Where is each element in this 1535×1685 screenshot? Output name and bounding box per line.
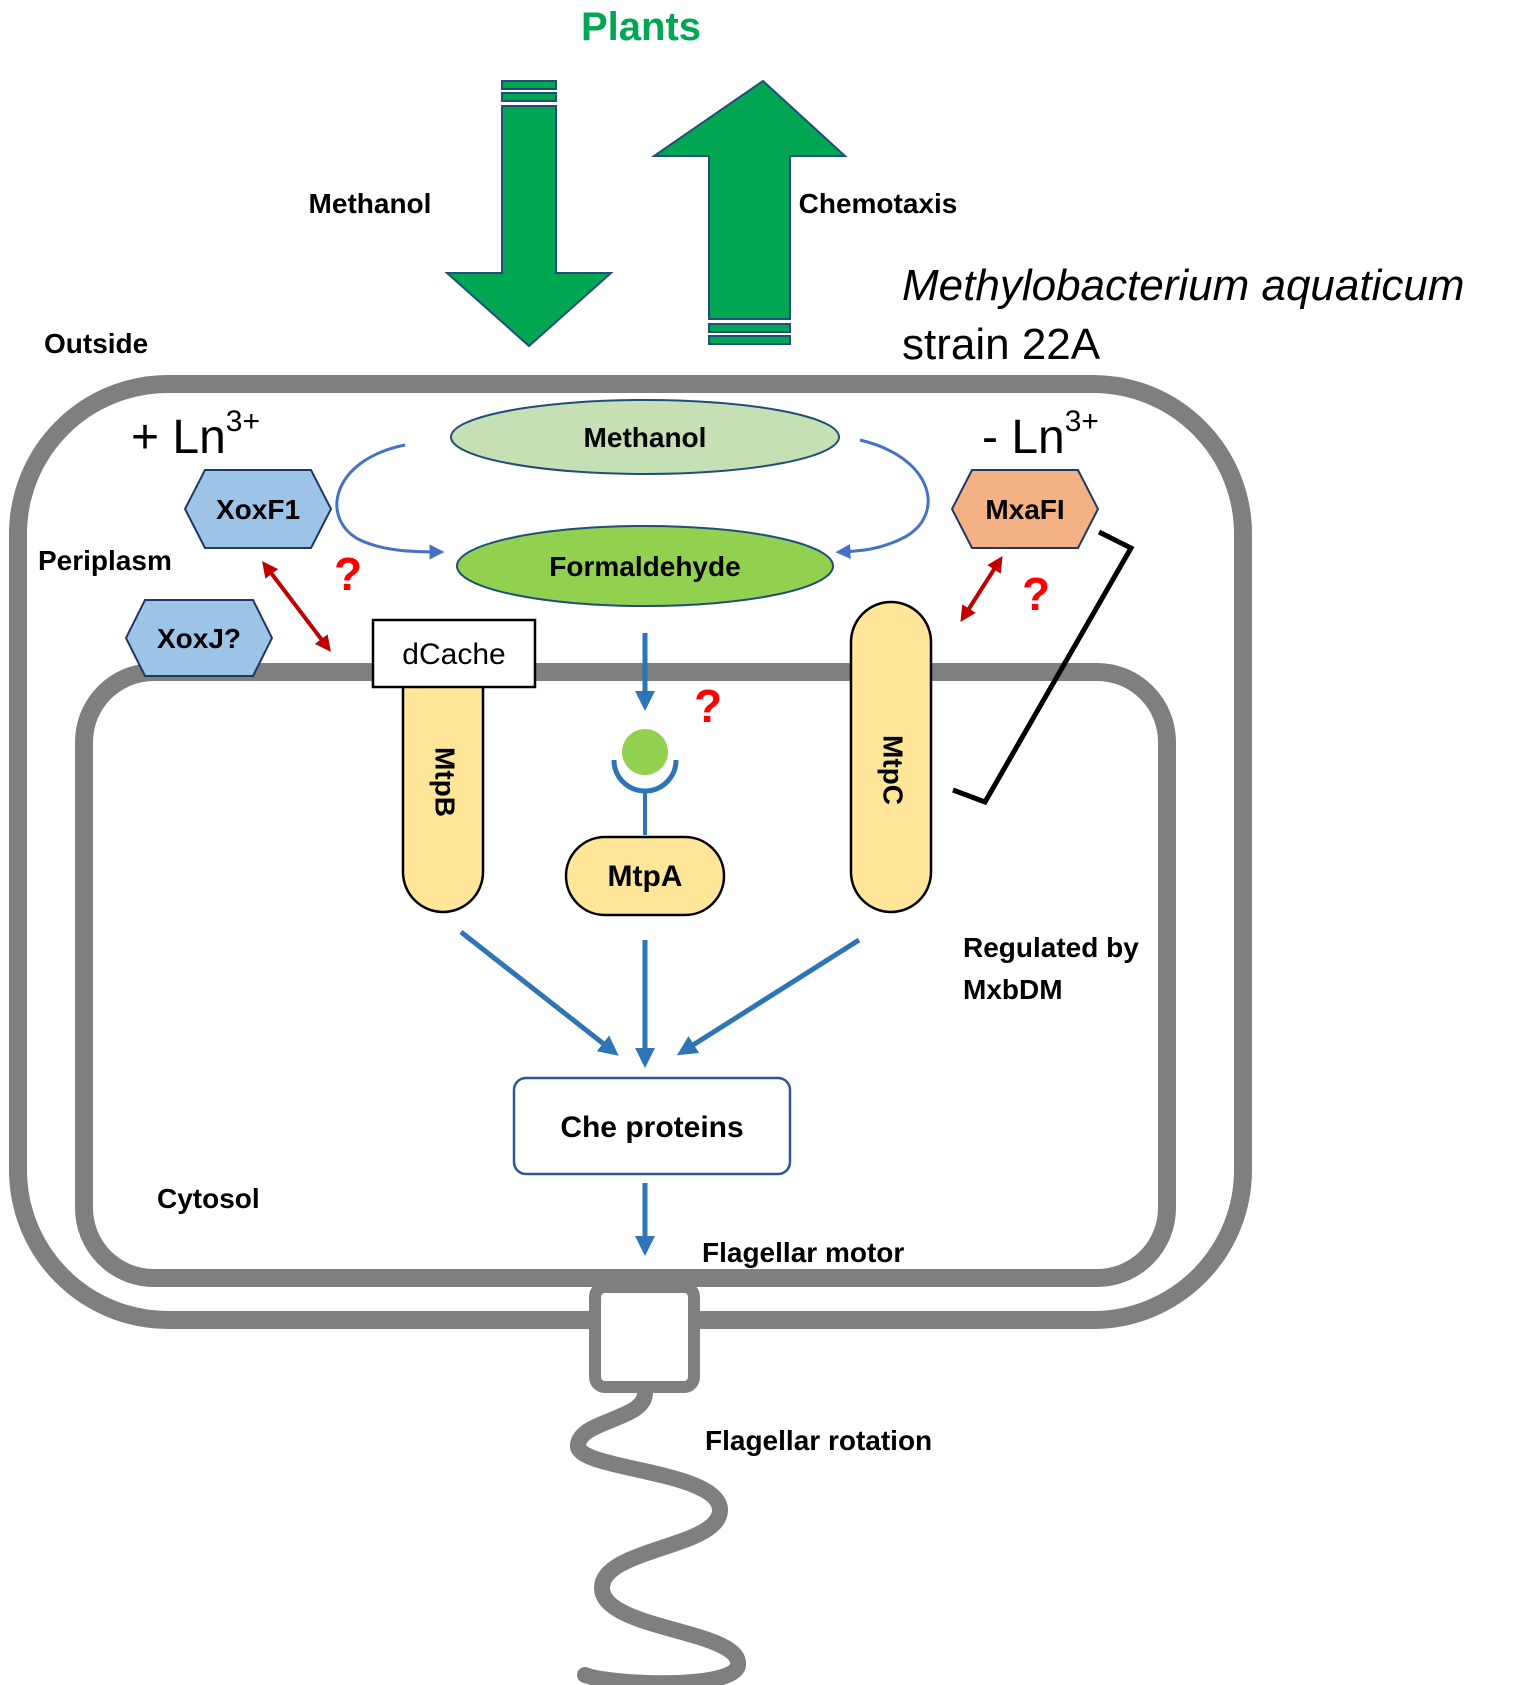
curve-arrow-left [335, 443, 445, 560]
question-mark-left: ? [334, 548, 362, 600]
curve-arrow-right [835, 438, 930, 559]
plants-title: Plants [581, 5, 701, 49]
species-name: Methylobacterium aquaticum [902, 261, 1464, 310]
xoxj-label: XoxJ? [157, 623, 241, 654]
mtpc-label: MtpC [878, 735, 909, 805]
ligand-ball [622, 729, 668, 775]
red-double-arrow-right [960, 555, 1003, 623]
regulated-label-line2: MxbDM [963, 974, 1063, 1005]
ln-minus-label: - Ln3+ [982, 405, 1099, 464]
mxafi-label: MxaFI [985, 494, 1064, 525]
mtpb-label: MtpB [430, 747, 461, 817]
formaldehyde-node [456, 525, 834, 607]
dcache-node [371, 618, 537, 689]
inner-membrane [75, 663, 1176, 1287]
methanol-outside-label: Methanol [309, 188, 432, 219]
methanol-node [450, 399, 840, 475]
mtpc-node [849, 600, 933, 914]
xoxf1-label: XoxF1 [216, 494, 300, 525]
cytosol-label: Cytosol [157, 1183, 260, 1214]
arrow-mtpc-to-che [676, 937, 861, 1056]
arrow-mtpb-to-che [459, 930, 619, 1056]
formaldehyde-node-label: Formaldehyde [549, 551, 740, 582]
periplasm-label: Periplasm [38, 545, 172, 576]
mxafi-node [950, 469, 1100, 549]
mtpa-node [564, 835, 726, 917]
flagellar-rotation-label: Flagellar rotation [705, 1425, 932, 1456]
outside-label: Outside [44, 328, 148, 359]
red-double-arrow-left [262, 561, 331, 652]
dcache-label: dCache [402, 638, 505, 671]
regulation-bracket [952, 529, 1135, 806]
flagellum [570, 1385, 746, 1685]
strain-name: strain 22A [902, 320, 1101, 369]
chemotaxis-up-arrow [650, 79, 848, 345]
question-mark-center: ? [694, 680, 722, 732]
xoxj-node [124, 599, 274, 677]
flagellar-motor-box [589, 1281, 700, 1393]
receptor-cup [611, 759, 679, 794]
question-mark-right: ? [1022, 568, 1050, 620]
ln-plus-label: + Ln3+ [131, 405, 260, 464]
methanol-node-label: Methanol [584, 422, 707, 453]
flagellar-motor-label: Flagellar motor [702, 1237, 904, 1268]
regulated-label-line1: Regulated by [963, 932, 1139, 963]
methanol-down-arrow [444, 80, 614, 348]
chemotaxis-label: Chemotaxis [799, 188, 958, 219]
mtpa-label: MtpA [608, 860, 683, 893]
xoxf1-node [183, 469, 333, 549]
che-proteins-label: Che proteins [560, 1111, 743, 1144]
che-proteins-node [512, 1076, 792, 1176]
